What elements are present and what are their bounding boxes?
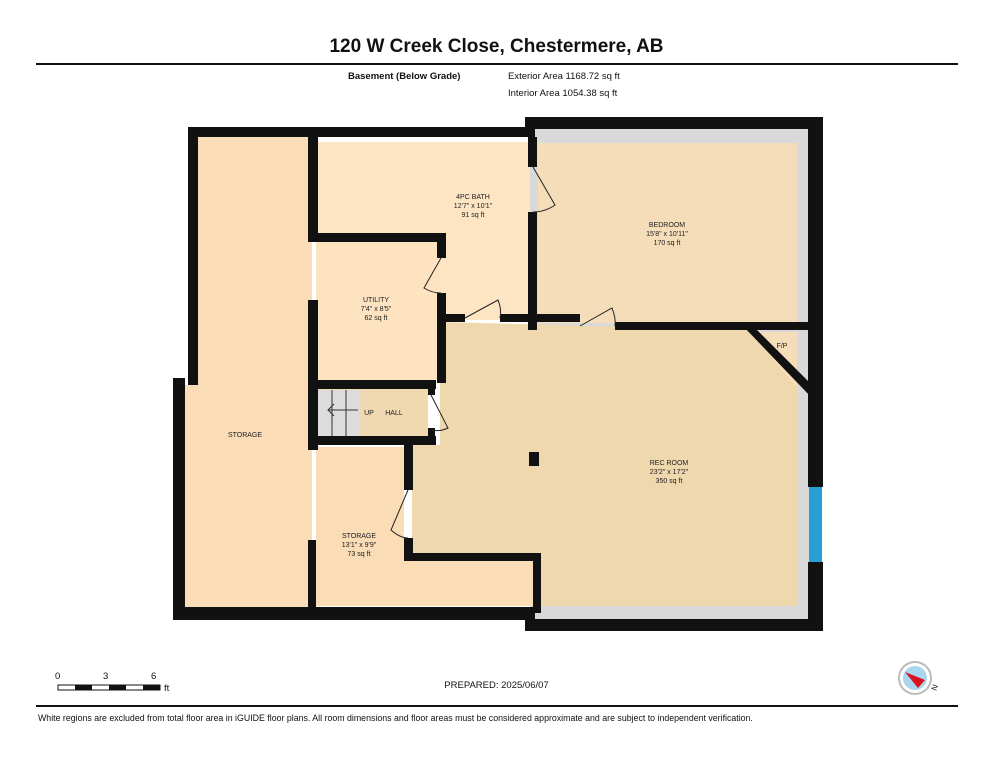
bath-dims: 12'7" x 10'1" <box>454 203 493 210</box>
storage-small-area: 73 sq ft <box>348 551 371 558</box>
rec-dims: 23'2" x 17'2" <box>650 469 689 476</box>
page-title: 120 W Creek Close, Chestermere, AB <box>329 36 664 57</box>
hall-name: HALL <box>385 410 403 417</box>
stairs <box>318 390 360 436</box>
scale-tick-6: 6 <box>151 671 157 682</box>
column <box>529 452 539 466</box>
bedroom-dims: 15'8" x 10'11" <box>646 231 688 238</box>
bath-area: 91 sq ft <box>462 212 485 219</box>
fireplace-area <box>750 332 797 388</box>
exterior-area: Exterior Area 1168.72 sq ft <box>508 71 620 82</box>
storage-large-name: STORAGE <box>228 432 262 439</box>
level-label: Basement (Below Grade) <box>348 71 461 82</box>
utility-name: UTILITY <box>363 297 389 304</box>
header-divider <box>36 63 958 65</box>
rec-area: 350 sq ft <box>656 478 683 485</box>
prepared-date: PREPARED: 2025/06/07 <box>444 680 549 691</box>
room-rec <box>412 322 797 606</box>
door-swings <box>390 166 616 539</box>
stairs-up-label: UP <box>364 410 374 417</box>
room-bedroom <box>538 143 797 323</box>
fireplace-label: F/P <box>777 343 788 350</box>
bedroom-area: 170 sq ft <box>654 240 681 247</box>
room-storage-small <box>316 447 540 606</box>
rec-name: REC ROOM <box>650 460 689 467</box>
room-storage-large <box>183 137 312 608</box>
bath-name: 4PC BATH <box>456 194 490 201</box>
room-utility <box>316 240 440 380</box>
storage-small-dims: 13'1" x 9'9" <box>342 542 377 549</box>
scale-bar <box>57 684 161 691</box>
scale-tick-0: 0 <box>55 671 61 682</box>
storage-small-name: STORAGE <box>342 533 376 540</box>
interior-area: Interior Area 1054.38 sq ft <box>508 88 618 99</box>
window <box>809 487 822 562</box>
utility-dims: 7'4" x 8'5" <box>361 306 392 313</box>
footer-divider <box>36 705 958 707</box>
walls <box>173 117 823 631</box>
bedroom-name: BEDROOM <box>649 222 685 229</box>
scale-unit: ft <box>164 683 170 694</box>
utility-area: 62 sq ft <box>365 315 388 322</box>
disclaimer: White regions are excluded from total fl… <box>38 713 753 723</box>
scale-tick-3: 3 <box>103 671 109 682</box>
compass-icon <box>898 661 932 695</box>
